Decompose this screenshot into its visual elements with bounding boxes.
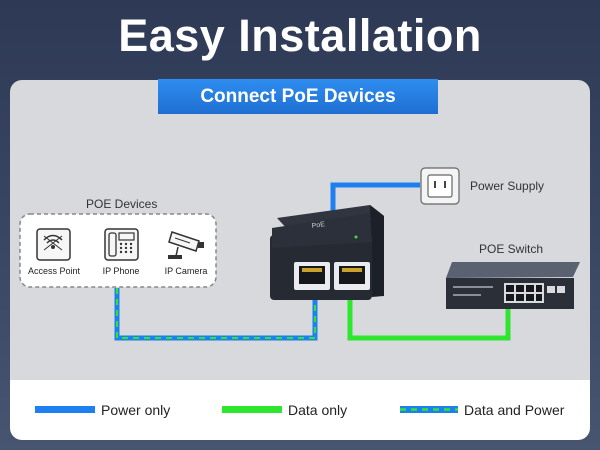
legend-panel [10, 380, 590, 440]
access-point-icon [36, 228, 71, 261]
connect-banner: Connect PoE Devices [158, 79, 438, 114]
ip-camera-label: IP Camera [164, 266, 208, 276]
power-outlet-icon [420, 167, 460, 205]
page-title: Easy Installation [118, 10, 482, 61]
legend-label-data-only: Data only [288, 402, 348, 418]
legend-swatch-power [35, 406, 95, 413]
power-supply-label: Power Supply [470, 179, 545, 193]
poe-devices-heading: POE Devices [86, 197, 158, 211]
legend-swatch-data-power [400, 406, 458, 413]
ip-phone-label: IP Phone [102, 266, 140, 276]
legend-swatch-data [222, 406, 282, 413]
switch-icon [446, 262, 580, 309]
data-only-cable [347, 285, 511, 341]
poe-injector-icon: PoE [270, 205, 384, 300]
svg-text:PoE: PoE [311, 221, 325, 230]
poe-switch-label: POE Switch [479, 242, 544, 256]
data-and-power-cable [114, 285, 318, 341]
legend-label-data-and-power: Data and Power [464, 402, 565, 418]
camera-icon [168, 231, 204, 259]
phone-icon [104, 228, 139, 261]
access-point-label: Access Point [27, 266, 81, 276]
legend-label-power-only: Power only [101, 402, 171, 418]
